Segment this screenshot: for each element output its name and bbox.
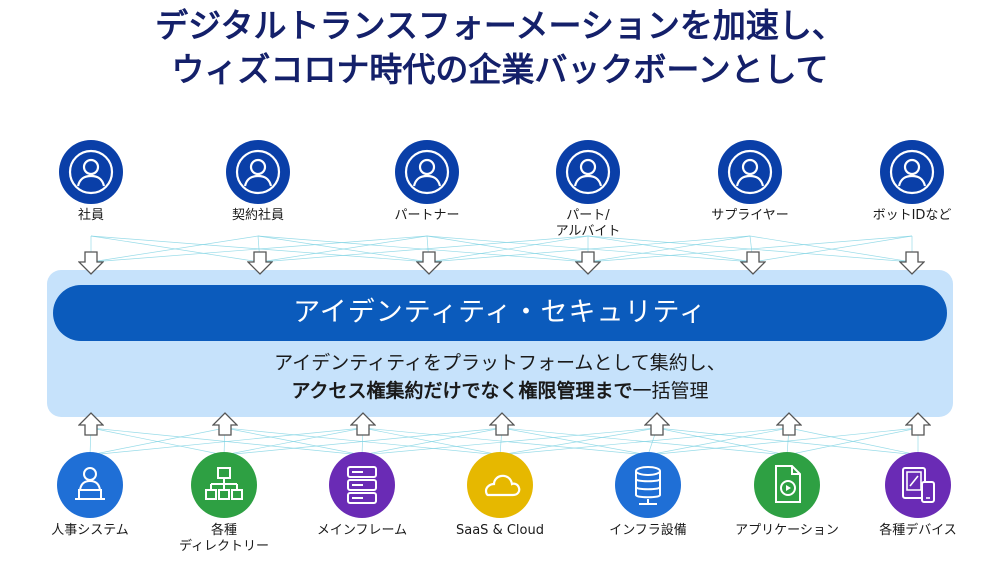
directory-tree-icon	[191, 452, 257, 518]
identity-security-banner: アイデンティティ・セキュリティ	[53, 285, 947, 341]
description-line-1: アイデンティティをプラットフォームとして集約し、	[274, 352, 726, 374]
system-label: アプリケーション	[735, 523, 839, 538]
system-label: 人事システム	[51, 523, 129, 538]
user-label: 社員	[77, 208, 104, 223]
up-arrow-icon	[489, 412, 515, 436]
system-label-line-1: 各種	[210, 523, 237, 538]
system-label-line-2: ディレクトリー	[178, 539, 270, 554]
devices-icon	[885, 452, 951, 518]
user-icon	[395, 140, 459, 204]
down-arrow-icon	[78, 251, 104, 275]
user-label: サプライヤー	[711, 208, 789, 223]
system-hr: 人事システム	[15, 452, 165, 539]
up-arrow-icon	[212, 412, 238, 436]
down-arrow-icon	[899, 251, 925, 275]
description-bold: アクセス権集約だけでなく権限管理まで	[291, 380, 633, 402]
description-normal: 一括管理	[632, 380, 709, 402]
down-arrow-icon	[416, 251, 442, 275]
user-label: 契約社員	[231, 208, 284, 223]
user-icon	[59, 140, 123, 204]
user-label-line-2: アルバイト	[555, 224, 621, 239]
user-part-timer: パート/ アルバイト	[513, 140, 663, 240]
down-arrow-icon	[740, 251, 766, 275]
user-icon	[880, 140, 944, 204]
system-label: インフラ設備	[609, 523, 687, 538]
system-application: アプリケーション	[712, 452, 862, 539]
app-document-icon	[754, 452, 820, 518]
cloud-icon	[467, 452, 533, 518]
server-rack-icon	[329, 452, 395, 518]
up-arrow-icon	[350, 412, 376, 436]
user-label: パートナー	[394, 208, 460, 223]
system-saas-cloud: SaaS & Cloud	[425, 452, 575, 539]
database-icon	[615, 452, 681, 518]
down-arrow-icon	[575, 251, 601, 275]
user-employee: 社員	[16, 140, 166, 224]
down-arrow-icon	[247, 251, 273, 275]
title-line-2: ウィズコロナ時代の企業バックボーンとして	[171, 50, 829, 89]
system-mainframe: メインフレーム	[287, 452, 437, 539]
system-label: メインフレーム	[316, 523, 408, 538]
description: アイデンティティをプラットフォームとして集約し、 アクセス権集約だけでなく権限管…	[47, 349, 953, 405]
user-label-line-1: パート/	[566, 208, 610, 223]
up-arrow-icon	[644, 412, 670, 436]
user-icon	[226, 140, 290, 204]
user-partner: パートナー	[352, 140, 502, 224]
user-icon	[718, 140, 782, 204]
system-directory: 各種 ディレクトリー	[149, 452, 299, 555]
user-label: パート/ アルバイト	[513, 208, 663, 240]
system-label: 各種デバイス	[879, 523, 957, 538]
hr-user-laptop-icon	[57, 452, 123, 518]
up-arrow-icon	[905, 412, 931, 436]
description-line-2: アクセス権集約だけでなく権限管理まで一括管理	[47, 377, 953, 405]
user-icon	[556, 140, 620, 204]
user-contract-employee: 契約社員	[183, 140, 333, 224]
system-label: SaaS & Cloud	[456, 523, 544, 538]
system-devices: 各種デバイス	[843, 452, 993, 539]
title-line-1: デジタルトランスフォーメーションを加速し、	[155, 6, 845, 45]
up-arrow-icon	[78, 412, 104, 436]
page-title: デジタルトランスフォーメーションを加速し、 ウィズコロナ時代の企業バックボーンと…	[0, 4, 1000, 92]
user-bot-id: ボットIDなど	[837, 140, 987, 224]
user-label: ボットIDなど	[872, 208, 952, 223]
system-label: 各種 ディレクトリー	[149, 523, 299, 555]
up-arrow-icon	[776, 412, 802, 436]
system-infrastructure: インフラ設備	[573, 452, 723, 539]
user-supplier: サプライヤー	[675, 140, 825, 224]
